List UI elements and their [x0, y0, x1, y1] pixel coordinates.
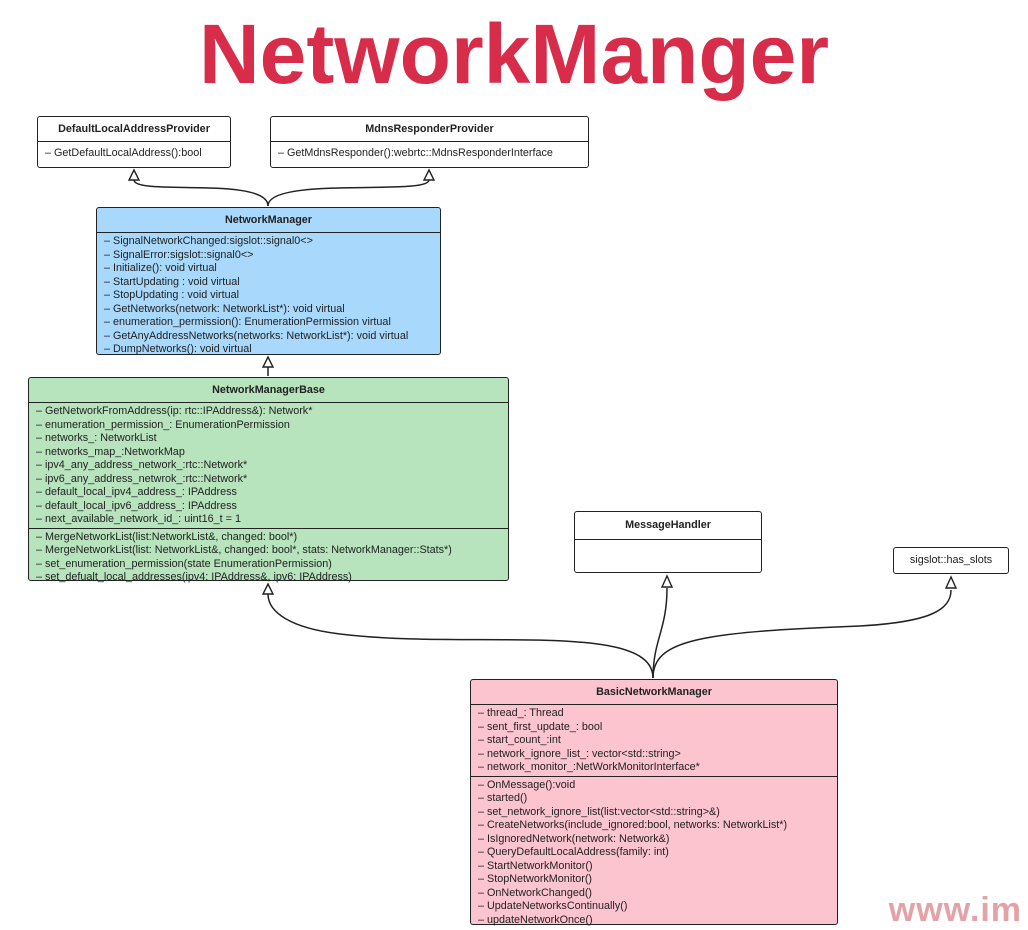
member-row: – StopUpdating : void virtual: [104, 289, 240, 301]
arrowhead-network-manager-base: [261, 582, 275, 595]
method-row: – OnMessage():void: [478, 778, 576, 791]
edge-bnm-to-nmb: [267, 593, 654, 679]
method-row: – MergeNetworkList(list:NetworkList&, ch…: [36, 530, 298, 543]
method-row: – CreateNetworks(include_ignored:bool, n…: [478, 819, 788, 831]
method-row: – started(): [478, 792, 528, 804]
member-row: – StartUpdating : void virtual: [104, 275, 240, 288]
class-has-slots[interactable]: sigslot::has_slots: [893, 547, 1009, 574]
method-row: – UpdateNetworksContinually(): [478, 900, 628, 912]
attribute-row: – networks_: NetworkList: [36, 432, 157, 444]
class-attributes: – GetNetworkFromAddress(ip: rtc::IPAddre…: [29, 403, 508, 528]
method-row: – set_network_ignore_list(list:vector<st…: [478, 805, 720, 818]
method-row: – StopNetworkMonitor(): [478, 873, 593, 885]
class-methods: – OnMessage():void – started() – set_net…: [471, 775, 837, 929]
arrowhead-network-manager: [261, 355, 275, 368]
method-row: – MergeNetworkList(list: NetworkList&, c…: [36, 544, 452, 556]
arrowhead-message-handler: [660, 574, 674, 588]
class-basic-network-manager[interactable]: BasicNetworkManager – thread_: Thread – …: [470, 679, 838, 926]
arrowhead-has-slots: [944, 575, 958, 589]
edge-bnm-to-has-slots: [652, 589, 952, 679]
method-row: – set_defualt_local_addresses(ipv4: IPAd…: [36, 571, 352, 583]
method-row: – StartNetworkMonitor(): [478, 859, 593, 872]
method-row: – QueryDefaultLocalAddress(family: int): [478, 846, 669, 858]
attribute-row: – network_monitor_:NetWorkMonitorInterfa…: [478, 761, 700, 773]
member-row: – SignalError:sigslot::signal0<>: [104, 248, 254, 261]
member-row: – DumpNetworks(): void virtual: [104, 343, 252, 355]
class-attributes: – thread_: Thread – sent_first_update_: …: [471, 705, 837, 776]
attribute-row: – network_ignore_list_: vector<std::stri…: [478, 747, 681, 760]
class-mdns-responder-provider[interactable]: MdnsResponderProvider – GetMdnsResponder…: [270, 116, 589, 168]
attribute-row: – sent_first_update_: bool: [478, 720, 603, 733]
member-row: – GetDefaultLocalAddress():bool: [45, 147, 202, 159]
class-name: sigslot::has_slots: [909, 554, 993, 566]
attribute-row: – networks_map_:NetworkMap: [36, 445, 185, 458]
member-row: – enumeration_permission(): EnumerationP…: [104, 316, 391, 328]
attribute-row: – thread_: Thread: [478, 707, 564, 719]
class-members: – GetMdnsResponder():webrtc::MdnsRespond…: [271, 142, 588, 162]
class-members: [575, 540, 761, 543]
edge-nm-to-default-local: [133, 179, 269, 207]
class-name: MessageHandler: [575, 512, 761, 540]
class-name: NetworkManager: [97, 208, 440, 233]
class-members: – SignalNetworkChanged:sigslot::signal0<…: [97, 233, 440, 358]
edge-bnm-to-message-handler: [652, 587, 668, 679]
class-network-manager-base[interactable]: NetworkManagerBase – GetNetworkFromAddre…: [28, 377, 509, 583]
class-message-handler[interactable]: MessageHandler: [574, 511, 762, 573]
attribute-row: – ipv4_any_address_network_:rtc::Network…: [36, 459, 248, 471]
member-row: – GetAnyAddressNetworks(networks: Networ…: [104, 329, 409, 342]
member-row: – SignalNetworkChanged:sigslot::signal0<…: [104, 235, 313, 247]
attribute-row: – ipv6_any_address_netwrok_:rtc::Network…: [36, 472, 248, 485]
method-row: – set_enumeration_permission(state Enume…: [36, 557, 332, 570]
attribute-row: – next_available_network_id_: uint16_t =…: [36, 513, 241, 525]
watermark: www.im: [888, 891, 1022, 929]
diagram-title: NetworkManger: [198, 7, 830, 101]
method-row: – updateNetworkOnce(): [478, 913, 593, 926]
attribute-row: – default_local_ipv6_address_: IPAddress: [36, 499, 237, 512]
class-methods: – MergeNetworkList(list:NetworkList&, ch…: [29, 527, 508, 586]
attribute-row: – default_local_ipv4_address_: IPAddress: [36, 486, 237, 498]
method-row: – OnNetworkChanged(): [478, 886, 593, 899]
attribute-row: – start_count_:int: [478, 734, 561, 746]
class-name: MdnsResponderProvider: [271, 117, 588, 142]
member-row: – GetMdnsResponder():webrtc::MdnsRespond…: [278, 147, 553, 159]
class-name: NetworkManagerBase: [29, 378, 508, 403]
member-row: – Initialize(): void virtual: [104, 262, 217, 274]
method-row: – IsIgnoredNetwork(network: Network&): [478, 832, 670, 845]
class-name: BasicNetworkManager: [471, 680, 837, 705]
member-row: – GetNetworks(network: NetworkList*): vo…: [104, 302, 345, 315]
arrowhead-default-local: [127, 168, 141, 181]
attribute-row: – GetNetworkFromAddress(ip: rtc::IPAddre…: [36, 405, 313, 417]
class-default-local-address-provider[interactable]: DefaultLocalAddressProvider – GetDefault…: [37, 116, 231, 168]
arrowhead-mdns: [422, 168, 436, 181]
attribute-row: – enumeration_permission_: EnumerationPe…: [36, 418, 290, 431]
class-name: DefaultLocalAddressProvider: [38, 117, 230, 142]
class-members: – GetDefaultLocalAddress():bool: [38, 142, 230, 162]
class-network-manager[interactable]: NetworkManager – SignalNetworkChanged:si…: [96, 207, 441, 355]
edge-nm-to-mdns: [267, 179, 430, 207]
